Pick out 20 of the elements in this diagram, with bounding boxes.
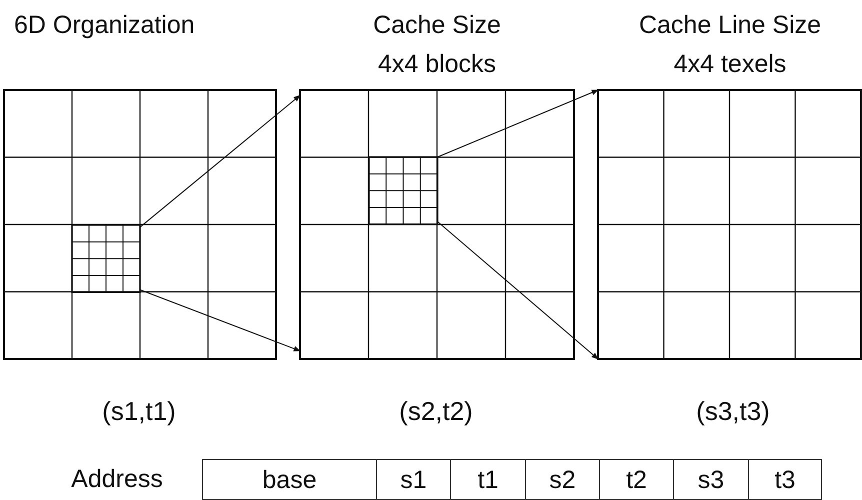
coordinate-label: (s2,t2)	[398, 396, 474, 426]
address-field: s3	[673, 459, 749, 500]
address-field: t1	[450, 459, 526, 500]
row-title: Address	[70, 464, 164, 495]
address-field: s2	[525, 459, 600, 500]
arrow	[436, 220, 599, 360]
panel-heading: 6D Organization	[14, 10, 196, 41]
arrow	[140, 94, 301, 228]
arrow	[436, 90, 599, 158]
address-field: t2	[599, 459, 674, 500]
address-field: s1	[376, 459, 451, 500]
address-field: base	[202, 459, 377, 500]
block-grid-drawing	[368, 157, 437, 224]
block-grid-drawing	[72, 224, 140, 292]
address-field: t3	[748, 459, 822, 500]
panel-heading: Cache Line Size 4x4 texels	[638, 10, 822, 80]
panel-heading: Cache Size 4x4 blocks	[372, 10, 502, 80]
coordinate-label: (s3,t3)	[695, 396, 771, 426]
coordinate-label: (s1,t1)	[101, 396, 177, 426]
arrow	[140, 289, 301, 352]
